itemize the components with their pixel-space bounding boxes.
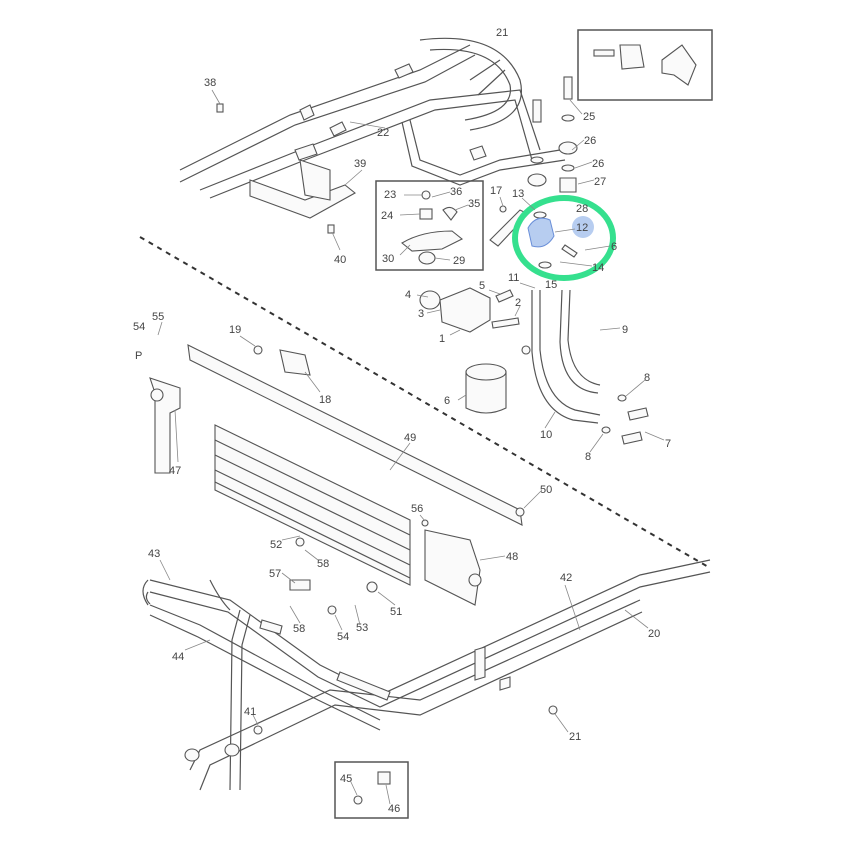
lower-pipes bbox=[142, 537, 711, 805]
callout-3[interactable]: 3 bbox=[418, 308, 424, 320]
callout-26b[interactable]: 26 bbox=[592, 158, 604, 170]
callout-27[interactable]: 27 bbox=[594, 176, 606, 188]
callout-40[interactable]: 40 bbox=[334, 254, 346, 266]
callout-9[interactable]: 9 bbox=[622, 324, 628, 336]
callout-26a[interactable]: 26 bbox=[584, 135, 596, 147]
callout-57[interactable]: 57 bbox=[269, 568, 281, 580]
callout-38[interactable]: 38 bbox=[204, 77, 216, 89]
callout-49[interactable]: 49 bbox=[404, 432, 416, 444]
callout-p[interactable]: P bbox=[135, 350, 142, 362]
callout-35[interactable]: 35 bbox=[468, 198, 480, 210]
inset-box-top-right bbox=[577, 29, 713, 101]
callout-4[interactable]: 4 bbox=[405, 289, 411, 301]
callout-48[interactable]: 48 bbox=[506, 551, 518, 563]
highlighted-callout[interactable] bbox=[572, 216, 594, 238]
highlight-ring bbox=[512, 195, 616, 281]
callout-18[interactable]: 18 bbox=[319, 394, 331, 406]
section-divider bbox=[139, 236, 711, 569]
callout-44[interactable]: 44 bbox=[172, 651, 184, 663]
callout-23[interactable]: 23 bbox=[384, 189, 396, 201]
callout-54a[interactable]: 54 bbox=[133, 321, 145, 333]
callout-50[interactable]: 50 bbox=[540, 484, 552, 496]
callout-13[interactable]: 13 bbox=[512, 188, 524, 200]
callout-6b[interactable]: 6 bbox=[444, 395, 450, 407]
callout-19[interactable]: 19 bbox=[229, 324, 241, 336]
callout-24[interactable]: 24 bbox=[381, 210, 393, 222]
callout-54b[interactable]: 54 bbox=[337, 631, 349, 643]
callout-1[interactable]: 1 bbox=[439, 333, 445, 345]
upper-pipes bbox=[179, 37, 566, 234]
callout-7[interactable]: 7 bbox=[665, 438, 671, 450]
callout-30[interactable]: 30 bbox=[382, 253, 394, 265]
callout-21[interactable]: 21 bbox=[569, 731, 581, 743]
callout-53[interactable]: 53 bbox=[356, 622, 368, 634]
bracket-parts bbox=[401, 190, 464, 265]
oil-cooler-assembly bbox=[149, 344, 525, 606]
callout-29[interactable]: 29 bbox=[453, 255, 465, 267]
callout-52[interactable]: 52 bbox=[270, 539, 282, 551]
callout-17[interactable]: 17 bbox=[490, 185, 502, 197]
callout-46[interactable]: 46 bbox=[388, 803, 400, 815]
callout-20[interactable]: 20 bbox=[648, 628, 660, 640]
callout-41[interactable]: 41 bbox=[244, 706, 256, 718]
callout-58b[interactable]: 58 bbox=[293, 623, 305, 635]
callout-11[interactable]: 11 bbox=[508, 272, 519, 284]
callout-22[interactable]: 22 bbox=[377, 127, 389, 139]
fitting-stack bbox=[489, 76, 601, 424]
callout-56[interactable]: 56 bbox=[411, 503, 423, 515]
callout-labels: 38 22 39 40 23 36 24 35 30 29 17 13 28 1… bbox=[133, 27, 671, 815]
highlighted-part-shape bbox=[527, 217, 555, 248]
callout-8b[interactable]: 8 bbox=[585, 451, 591, 463]
callout-6a[interactable]: 6 bbox=[611, 241, 617, 253]
inset-box-fasteners bbox=[334, 761, 409, 819]
callout-12[interactable]: 12 bbox=[576, 222, 588, 234]
callout-43[interactable]: 43 bbox=[148, 548, 160, 560]
callout-39[interactable]: 39 bbox=[354, 158, 366, 170]
callout-47[interactable]: 47 bbox=[169, 465, 181, 477]
callout-28[interactable]: 28 bbox=[576, 203, 588, 215]
callout-25[interactable]: 25 bbox=[583, 111, 595, 123]
callout-14[interactable]: 14 bbox=[592, 262, 604, 274]
top-right-parts bbox=[593, 44, 697, 86]
leader-lines bbox=[157, 89, 665, 805]
callout-51[interactable]: 51 bbox=[390, 606, 402, 618]
callout-2[interactable]: 2 bbox=[515, 297, 521, 309]
callout-36[interactable]: 36 bbox=[450, 186, 462, 198]
callout-5[interactable]: 5 bbox=[479, 280, 485, 292]
callout-42[interactable]: 42 bbox=[560, 572, 572, 584]
inset-box-bracket bbox=[375, 180, 484, 271]
callout-21-top[interactable]: 21 bbox=[496, 27, 508, 39]
callout-8a[interactable]: 8 bbox=[644, 372, 650, 384]
callout-58a[interactable]: 58 bbox=[317, 558, 329, 570]
oil-filter-assembly bbox=[419, 287, 649, 445]
callout-45[interactable]: 45 bbox=[340, 773, 352, 785]
callout-10[interactable]: 10 bbox=[540, 429, 552, 441]
callout-15[interactable]: 15 bbox=[545, 279, 557, 291]
callout-55[interactable]: 55 bbox=[152, 311, 164, 323]
